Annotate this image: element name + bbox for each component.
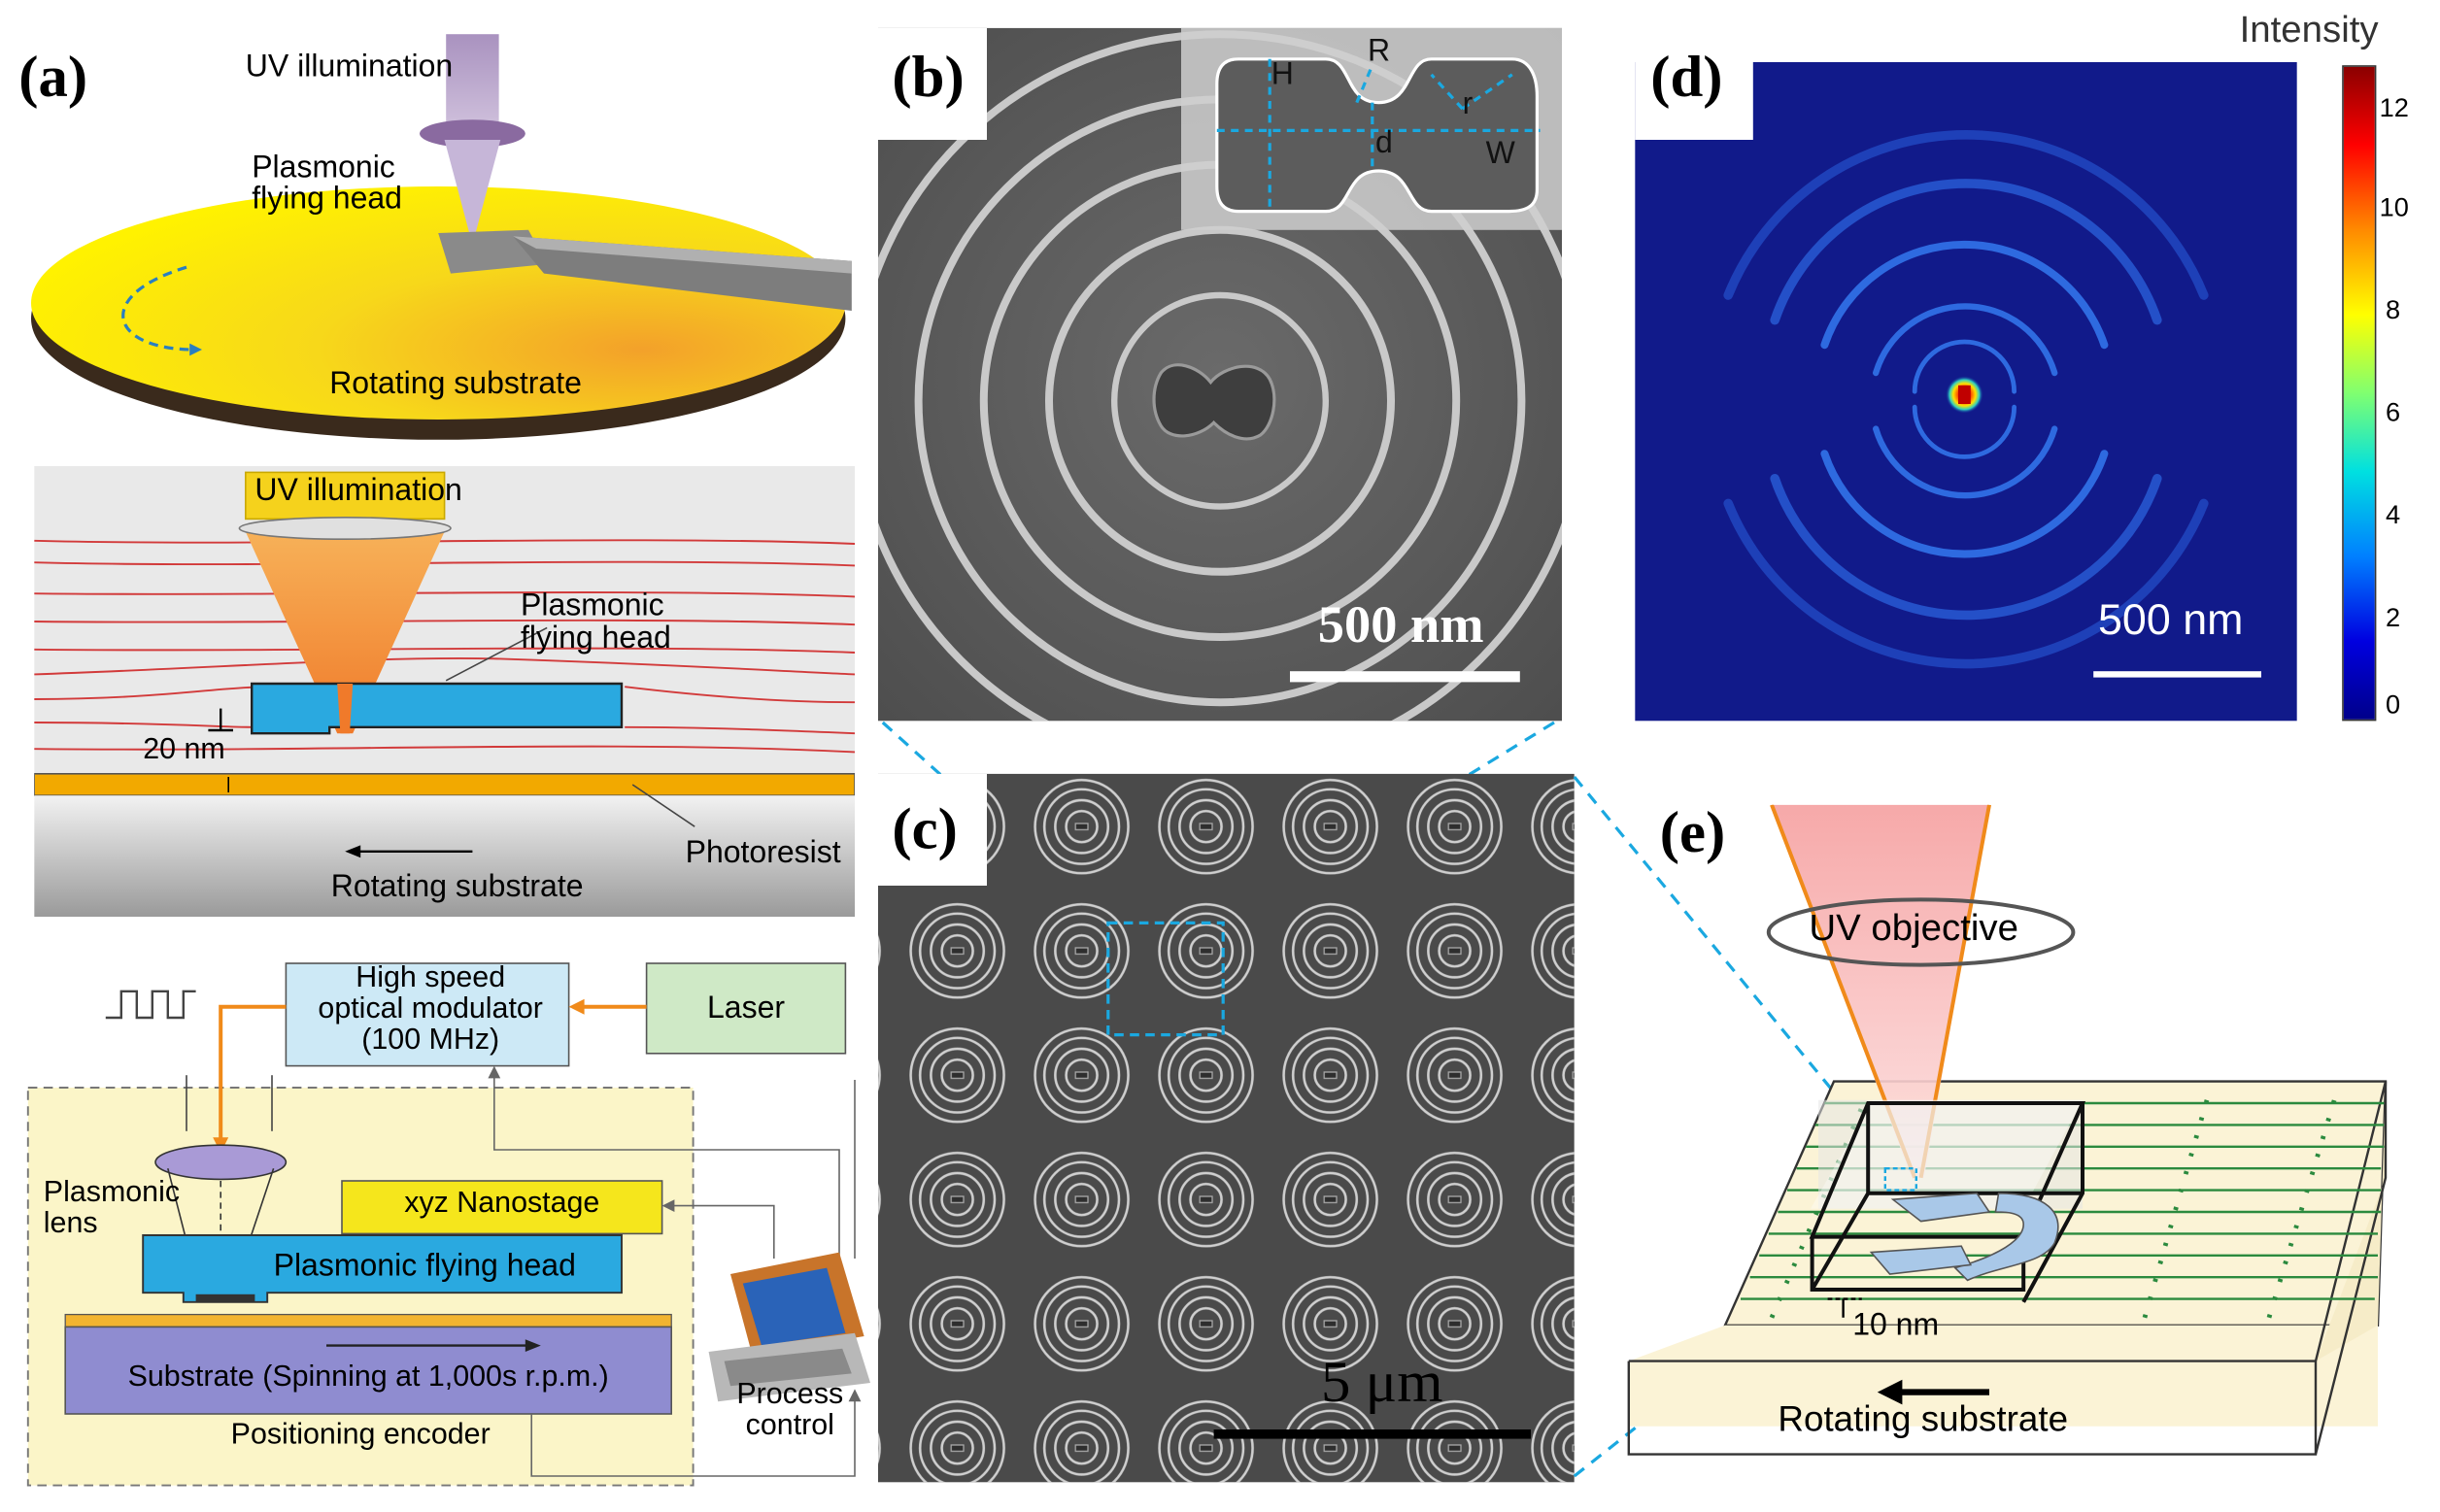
- flying-head-label-bottom: Plasmonic flying head: [273, 1249, 576, 1284]
- flying-head-box: [142, 1234, 623, 1303]
- process-control-label-2: control: [745, 1409, 834, 1442]
- colorbar-tick-12: 12: [2379, 93, 2409, 123]
- scale-label-c: 5 μm: [1321, 1350, 1443, 1416]
- positioning-encoder-label: Positioning encoder: [230, 1418, 491, 1452]
- gold-layer: [64, 1313, 672, 1328]
- panel-c-tag: (c): [892, 796, 958, 862]
- flying-head-label-top-2: flying head: [252, 182, 402, 217]
- panel-b-sem-image: [878, 27, 1562, 722]
- scale-label-d: 500 nm: [2098, 594, 2244, 644]
- gap-label-10nm: 10 nm: [1852, 1308, 1940, 1343]
- colorbar-tick-2: 2: [2386, 602, 2401, 633]
- plasmonic-lens-label-2: lens: [43, 1207, 98, 1240]
- laser-label: Laser: [706, 991, 786, 1025]
- modulator-box: [285, 962, 570, 1067]
- pulse-icon: [105, 990, 196, 1020]
- panel-e-illustration: [1627, 804, 2388, 1456]
- substrate-box: [64, 1326, 673, 1415]
- uv-beam-top: [446, 34, 499, 128]
- disc-top: [31, 186, 846, 420]
- modulator-label-3: (100 MHz): [361, 1024, 500, 1057]
- computer-icon: [708, 1252, 870, 1402]
- modulator-label-1: High speed: [356, 961, 506, 994]
- panel-a-disc-illustration: [31, 34, 852, 440]
- flying-head-middle: [251, 682, 624, 735]
- colorbar-tick-10: 10: [2379, 192, 2409, 222]
- zoom-box-c: [1106, 921, 1225, 1037]
- rotating-substrate-label-top: Rotating substrate: [329, 366, 582, 401]
- flying-head-label-middle-2: flying head: [521, 622, 671, 656]
- panel-e-tag: (e): [1659, 800, 1726, 866]
- colorbar-tick-6: 6: [2386, 397, 2401, 427]
- diffraction-arcs: [1723, 130, 2209, 669]
- uv-cone-middle: [244, 528, 447, 734]
- substrate-front-face: [1628, 1325, 2378, 1427]
- laser-box: [645, 962, 847, 1055]
- inset-label-w: W: [1485, 136, 1515, 171]
- plasmonic-lens-label: Plasmonic lens: [43, 1176, 181, 1240]
- inset-label-r-small: r: [1462, 86, 1474, 121]
- photoresist-label: Photoresist: [685, 835, 841, 870]
- modulator-label: High speed optical modulator (100 MHz): [289, 961, 572, 1057]
- panel-b-tag: (b): [892, 45, 965, 111]
- panel-a-tag: (a): [18, 45, 88, 111]
- colorbar-tick-8: 8: [2386, 295, 2401, 325]
- inset-label-d: d: [1375, 125, 1393, 160]
- scale-bar-d: [2093, 671, 2261, 678]
- panel-b-tag-bg: [878, 27, 987, 140]
- colorbar-title: Intensity: [2239, 9, 2379, 51]
- scale-bar-b: [1290, 671, 1520, 683]
- scale-label-b: 500 nm: [1317, 596, 1484, 655]
- colorbar: [2342, 65, 2377, 722]
- uv-objective-ellipse: [1766, 897, 2076, 967]
- flying-head-label-top: Plasmonic flying head: [252, 152, 402, 215]
- flying-head-label-middle-1: Plasmonic: [521, 588, 664, 623]
- flying-head-label-middle: Plasmonic flying head: [521, 588, 671, 656]
- plasmonic-lens-label-1: Plasmonic: [43, 1176, 181, 1209]
- flying-head-label-top-1: Plasmonic: [252, 151, 395, 185]
- inset-label-h: H: [1271, 57, 1294, 92]
- process-control-label: Process control: [736, 1378, 844, 1442]
- process-control-label-1: Process: [736, 1378, 844, 1411]
- rotating-substrate-label-middle: Rotating substrate: [330, 870, 584, 905]
- airflow-lines: [34, 539, 855, 754]
- bowtie-aperture: [1152, 363, 1276, 441]
- nanostage-label: xyz Nanostage: [404, 1187, 600, 1220]
- uv-label-top: UV illumination: [245, 50, 454, 84]
- uv-label-middle: UV illumination: [254, 474, 462, 509]
- scale-bar-c: [1213, 1429, 1531, 1439]
- flying-head-block: [1809, 1099, 2086, 1303]
- inset-label-r-big: R: [1368, 34, 1391, 69]
- panel-a-system-schematic: [26, 962, 870, 1487]
- rotating-substrate-label-e: Rotating substrate: [1778, 1398, 2069, 1439]
- panel-d-intensity-map: [1635, 62, 2297, 722]
- substrate-label-bottom: Substrate (Spinning at 1,000s r.p.m.): [127, 1361, 609, 1394]
- inset-bowtie: [1215, 57, 1540, 214]
- colorbar-tick-0: 0: [2386, 689, 2401, 720]
- inset-dimension-lines: [1216, 58, 1541, 212]
- rotation-arrow: [121, 265, 195, 352]
- substrate-middle: [34, 795, 855, 917]
- uv-objective-label: UV objective: [1809, 907, 2018, 950]
- uv-box-middle: [245, 471, 446, 521]
- gap-label-20nm: 20 nm: [143, 733, 225, 766]
- nanostage-box: [341, 1180, 663, 1235]
- focusing-lens: [154, 1144, 288, 1181]
- uv-lens-middle: [238, 517, 452, 541]
- photoresist-layer: [34, 773, 855, 797]
- panel-a-cross-section: [34, 466, 855, 917]
- uv-cone-top: [444, 140, 501, 233]
- panel-d-tag: (d): [1650, 45, 1723, 111]
- panel-c-sem-array: [878, 773, 1575, 1483]
- colorbar-tick-4: 4: [2386, 500, 2401, 530]
- modulator-label-2: optical modulator: [318, 992, 543, 1025]
